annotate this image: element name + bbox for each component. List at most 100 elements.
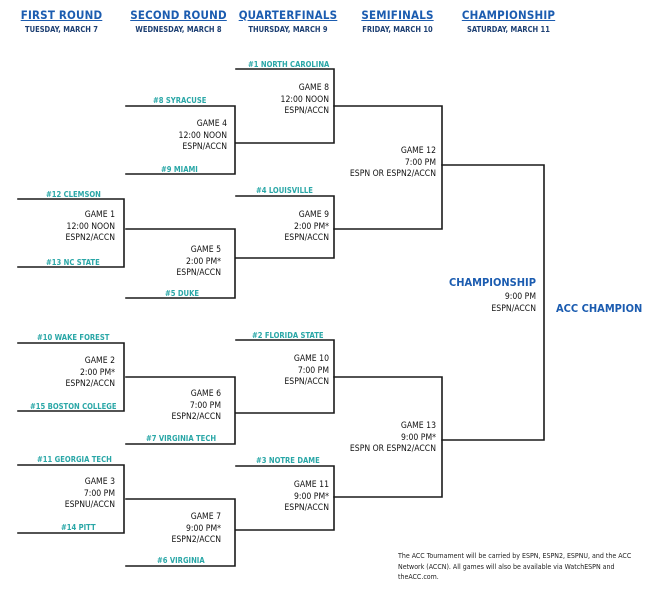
game-6-info: GAME 6 7:00 PM ESPN2/ACCN	[172, 389, 221, 424]
game-11-info: GAME 11 9:00 PM* ESPN/ACCN	[284, 480, 329, 515]
bracket-connector	[125, 105, 236, 175]
game-network: ESPNU/ACCN	[64, 500, 115, 511]
game-network: ESPN2/ACCN	[65, 233, 115, 244]
game-time: 9:00 PM*	[400, 432, 436, 443]
bracket-connector	[17, 342, 125, 412]
round-title: CHAMPIONSHIP	[461, 8, 556, 22]
game-label: GAME 6	[190, 389, 221, 399]
championship-info: 9:00 PM ESPN/ACCN	[491, 292, 536, 315]
game-4-info: GAME 4 12:00 NOON ESPN/ACCN	[179, 119, 227, 154]
bracket-connector	[235, 195, 335, 259]
round-date: WEDNESDAY, MARCH 8	[135, 25, 222, 34]
game-network: ESPN2/ACCN	[65, 379, 115, 390]
round-date: THURSDAY, MARCH 9	[248, 25, 328, 34]
bracket-connector	[235, 465, 335, 531]
team-label: #15 BOSTON COLLEGE	[30, 402, 117, 411]
header-semifinals: SEMIFINALS FRIDAY, MARCH 10	[350, 8, 445, 34]
acc-champion-label: ACC CHAMPION	[556, 302, 643, 315]
round-title: SECOND ROUND	[130, 8, 227, 22]
game-9-info: GAME 9 2:00 PM* ESPN/ACCN	[284, 210, 329, 245]
game-label: GAME 1	[84, 210, 115, 220]
header-second-round: SECOND ROUND WEDNESDAY, MARCH 8	[126, 8, 231, 34]
game-label: GAME 8	[298, 83, 329, 93]
header-championship: CHAMPIONSHIP SATURDAY, MARCH 11	[456, 8, 561, 34]
game-1-info: GAME 1 12:00 NOON ESPN2/ACCN	[66, 210, 115, 245]
bracket-connector	[333, 376, 443, 498]
game-time: 12:00 NOON	[66, 221, 115, 232]
bracket-connector	[441, 164, 545, 441]
game-network: ESPN/ACCN	[176, 268, 221, 279]
team-label: #5 DUKE	[165, 289, 200, 298]
bracket-connector	[125, 376, 236, 445]
game-time: 2:00 PM*	[293, 221, 329, 232]
bracket-connector	[333, 105, 443, 230]
round-date: FRIDAY, MARCH 10	[362, 25, 433, 34]
championship-time: 9:00 PM	[504, 292, 536, 302]
bracket-connector	[125, 498, 236, 567]
game-label: GAME 12	[400, 146, 436, 156]
header-first-round: FIRST ROUND TUESDAY, MARCH 7	[14, 8, 109, 34]
game-time: 7:00 PM	[189, 400, 221, 411]
game-5-info: GAME 5 2:00 PM* ESPN/ACCN	[176, 245, 221, 280]
championship-title: CHAMPIONSHIP	[448, 276, 536, 289]
team-label: #1 NORTH CAROLINA	[248, 60, 330, 69]
game-label: GAME 5	[190, 245, 221, 255]
game-label: GAME 9	[298, 210, 329, 220]
game-network: ESPN/ACCN	[284, 106, 329, 117]
team-label: #3 NOTRE DAME	[256, 456, 320, 465]
broadcast-footnote: The ACC Tournament will be carried by ES…	[398, 552, 632, 581]
game-time: 2:00 PM*	[185, 256, 221, 267]
game-label: GAME 2	[84, 356, 115, 366]
game-label: GAME 4	[196, 119, 227, 129]
game-time: 9:00 PM*	[185, 523, 221, 534]
game-time: 7:00 PM	[297, 365, 329, 376]
game-2-info: GAME 2 2:00 PM* ESPN2/ACCN	[66, 356, 115, 391]
game-label: GAME 10	[293, 354, 329, 364]
game-label: GAME 11	[293, 480, 329, 490]
bracket-connector	[17, 464, 125, 534]
round-title: QUARTERFINALS	[238, 8, 338, 22]
championship-network: ESPN/ACCN	[491, 303, 536, 314]
game-network: ESPN/ACCN	[284, 377, 329, 388]
game-3-info: GAME 3 7:00 PM ESPNU/ACCN	[65, 477, 115, 512]
game-time: 2:00 PM*	[79, 367, 115, 378]
team-label: #4 LOUISVILLE	[256, 186, 313, 195]
round-date: TUESDAY, MARCH 7	[25, 25, 98, 34]
game-network: ESPN/ACCN	[284, 503, 329, 514]
game-13-info: GAME 13 9:00 PM* ESPN OR ESPN2/ACCN	[350, 421, 436, 456]
game-label: GAME 13	[400, 421, 436, 431]
team-label: #13 NC STATE	[46, 258, 100, 267]
game-network: ESPN OR ESPN2/ACCN	[349, 169, 436, 180]
round-date: SATURDAY, MARCH 11	[467, 25, 550, 34]
game-network: ESPN2/ACCN	[171, 535, 221, 546]
team-label: #10 WAKE FOREST	[37, 333, 110, 342]
game-time: 9:00 PM*	[293, 491, 329, 502]
bracket-connector	[125, 228, 236, 299]
team-label: #7 VIRGINIA TECH	[146, 434, 217, 443]
team-label: #12 CLEMSON	[46, 190, 101, 199]
team-label: #11 GEORGIA TECH	[37, 455, 112, 464]
game-label: GAME 3	[84, 477, 115, 487]
game-time: 12:00 NOON	[280, 94, 329, 105]
game-network: ESPN/ACCN	[182, 142, 227, 153]
game-label: GAME 7	[190, 512, 221, 522]
game-time: 7:00 PM	[404, 157, 436, 168]
team-label: #2 FLORIDA STATE	[252, 331, 324, 340]
game-8-info: GAME 8 12:00 NOON ESPN/ACCN	[281, 83, 329, 118]
bracket-connector	[17, 198, 125, 268]
game-time: 7:00 PM	[83, 488, 115, 499]
team-label: #9 MIAMI	[161, 165, 198, 174]
team-label: #6 VIRGINIA	[157, 556, 205, 565]
game-12-info: GAME 12 7:00 PM ESPN OR ESPN2/ACCN	[350, 146, 436, 181]
team-label: #8 SYRACUSE	[153, 96, 207, 105]
header-quarterfinals: QUARTERFINALS THURSDAY, MARCH 9	[238, 8, 338, 34]
game-network: ESPN/ACCN	[284, 233, 329, 244]
game-7-info: GAME 7 9:00 PM* ESPN2/ACCN	[172, 512, 221, 547]
round-title: SEMIFINALS	[361, 8, 434, 22]
game-10-info: GAME 10 7:00 PM ESPN/ACCN	[284, 354, 329, 389]
team-label: #14 PITT	[61, 523, 96, 532]
game-time: 12:00 NOON	[178, 130, 227, 141]
game-network: ESPN OR ESPN2/ACCN	[349, 444, 436, 455]
round-title: FIRST ROUND	[20, 8, 103, 22]
